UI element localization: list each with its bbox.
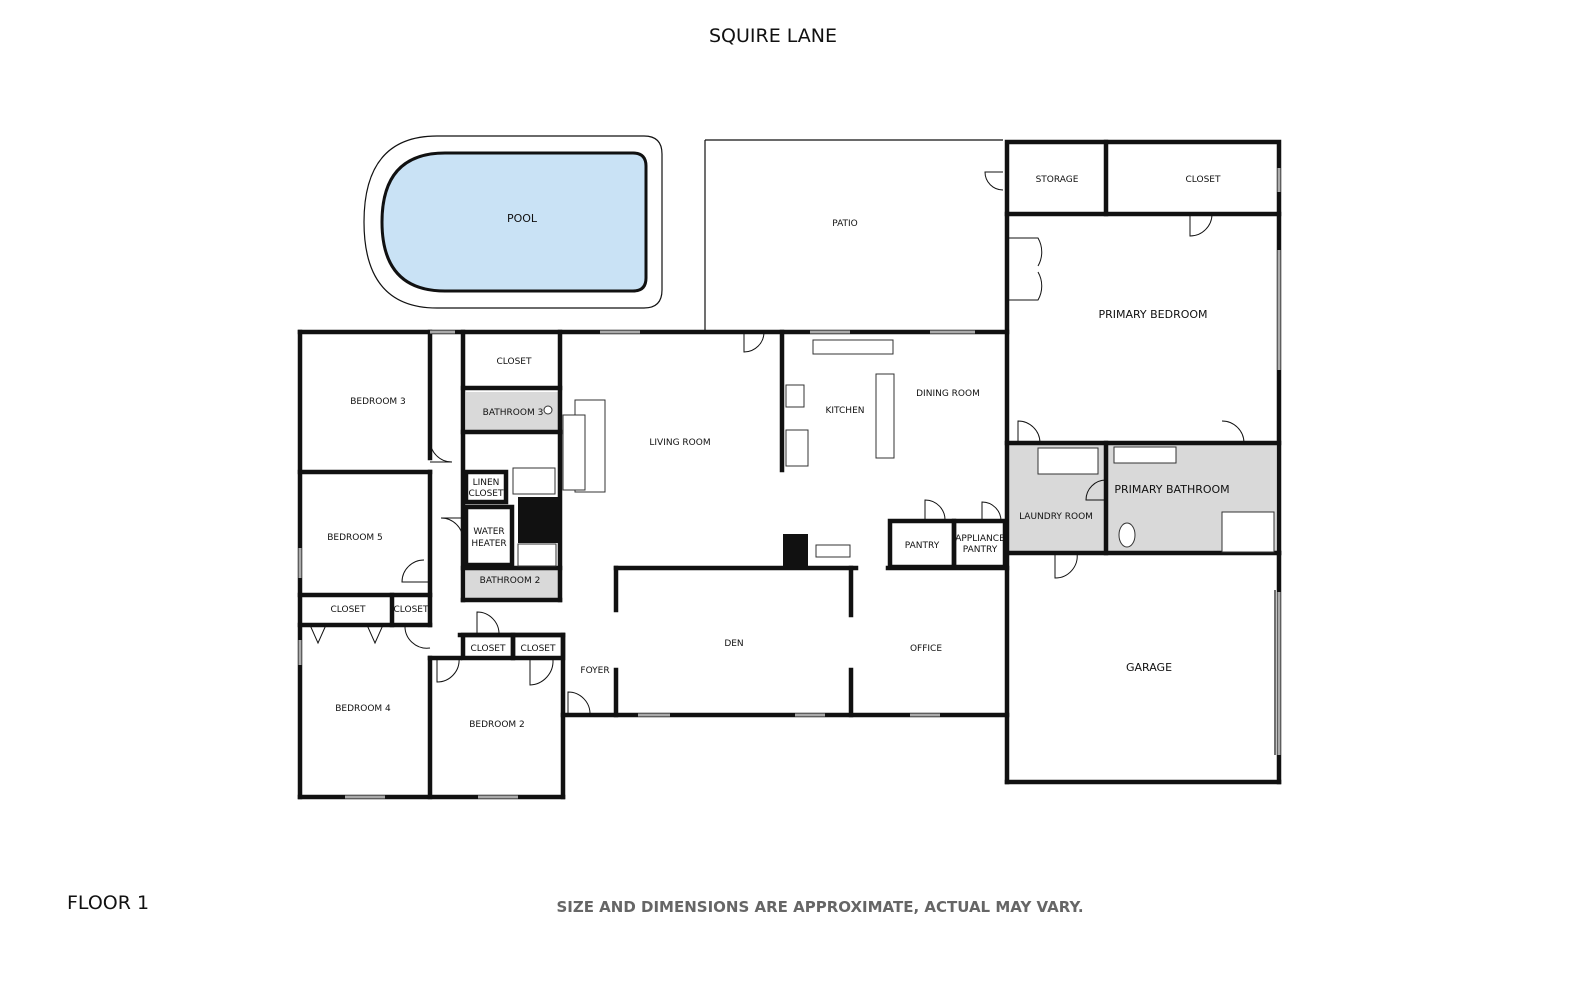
room-label-closet-top: CLOSET <box>1186 175 1221 185</box>
room-label-bedroom-5: BEDROOM 5 <box>327 533 383 543</box>
doors <box>309 213 1245 716</box>
room-label-dining-room: DINING ROOM <box>916 389 980 399</box>
floor-label: FLOOR 1 <box>67 892 149 914</box>
room-label-living-room: LIVING ROOM <box>649 438 710 448</box>
room-label-kitchen: KITCHEN <box>826 406 865 416</box>
room-label-bedroom-2: BEDROOM 2 <box>469 720 525 730</box>
room-label-patio: PATIO <box>832 219 858 229</box>
room-label-laundry-room: LAUNDRY ROOM <box>1019 512 1093 522</box>
room-label-foyer: FOYER <box>580 666 609 676</box>
room-label-primary-bathroom: PRIMARY BATHROOM <box>1114 483 1229 496</box>
room-label-pool: POOL <box>507 212 538 225</box>
room-label-bedroom-3: BEDROOM 3 <box>350 397 406 407</box>
room-label-pantry: PANTRY <box>905 541 940 551</box>
room-label-appliance-pantry-2: PANTRY <box>963 545 998 555</box>
room-label-bathroom-2: BATHROOM 2 <box>480 576 541 586</box>
disclaimer: SIZE AND DIMENSIONS ARE APPROXIMATE, ACT… <box>556 898 1083 916</box>
room-label-appliance-pantry-1: APPLIANCE <box>955 534 1005 544</box>
room-label-office: OFFICE <box>910 644 942 654</box>
bathroom-2-floor <box>466 570 558 598</box>
room-label-garage: GARAGE <box>1126 661 1172 674</box>
room-label-closet-b2b: CLOSET <box>521 644 556 654</box>
street-name: SQUIRE LANE <box>709 25 837 47</box>
room-label-primary-bedroom: PRIMARY BEDROOM <box>1098 308 1207 321</box>
room-label-den: DEN <box>724 639 743 649</box>
room-label-linen-closet-1: LINEN <box>473 478 500 488</box>
room-labels: STORAGE CLOSET PRIMARY BEDROOM BEDROOM 3… <box>327 175 1229 730</box>
room-label-bathroom-3: BATHROOM 3 <box>483 408 544 418</box>
bathroom-3-floor <box>466 392 558 432</box>
fixtures <box>512 339 1275 567</box>
room-label-closet-b4: CLOSET <box>331 605 366 615</box>
room-label-water-heater-1: WATER <box>473 527 504 537</box>
patio: PATIO <box>704 139 1004 332</box>
room-label-storage: STORAGE <box>1036 175 1079 185</box>
room-label-bedroom-4: BEDROOM 4 <box>335 704 391 714</box>
pool: POOL <box>363 135 663 309</box>
room-label-water-heater-2: HEATER <box>471 539 506 549</box>
room-label-linen-closet-2: CLOSET <box>469 489 504 499</box>
windows <box>298 168 1281 799</box>
room-label-closet-b5: CLOSET <box>394 605 429 615</box>
room-label-closet-b2a: CLOSET <box>471 644 506 654</box>
room-label-closet-b3: CLOSET <box>497 357 532 367</box>
